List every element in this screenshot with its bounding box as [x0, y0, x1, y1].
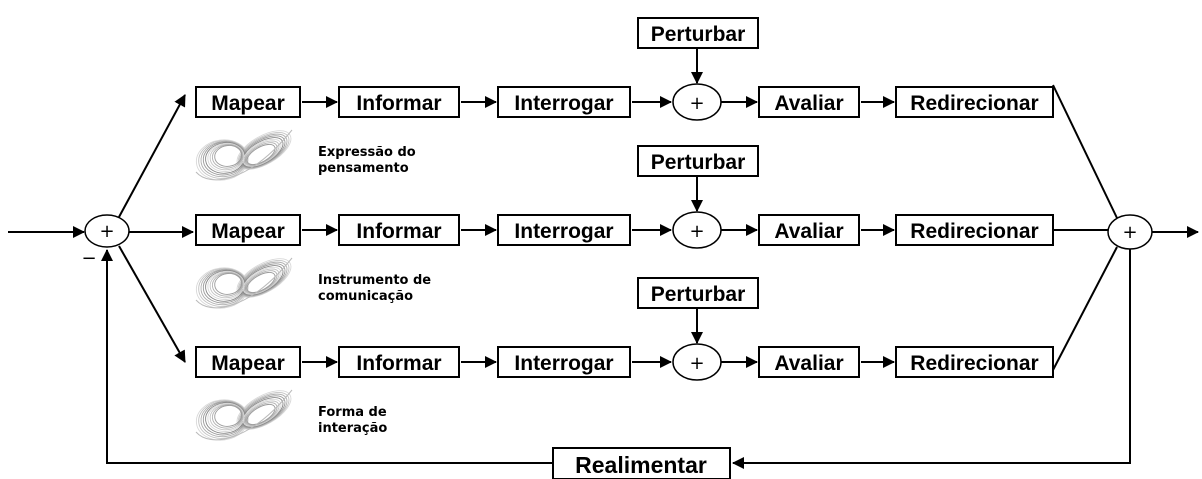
block-informar-row-3: Informar	[338, 346, 460, 378]
perturb-sum-junction-row-2: +	[672, 211, 722, 249]
input-sum-minus-sign: −	[81, 248, 96, 269]
feedback-label: Realimentar	[575, 452, 707, 478]
block-avaliar-label: Avaliar	[774, 220, 843, 243]
block-avaliar-row-2: Avaliar	[758, 214, 860, 246]
caption-line: Forma de	[318, 405, 387, 420]
block-informar-row-2: Informar	[338, 214, 460, 246]
output-sum-junction: +	[1107, 214, 1153, 250]
block-mapear-row-1: Mapear	[195, 86, 301, 118]
input-sum-junction: + −	[81, 214, 130, 269]
caption-line: comunicação	[318, 289, 413, 304]
block-avaliar-row-3: Avaliar	[758, 346, 860, 378]
block-mapear-label: Mapear	[211, 92, 285, 115]
block-interrogar-row-2: Interrogar	[497, 214, 631, 246]
branch-arrow-row-1	[118, 94, 186, 218]
input-sum-symbol: +	[99, 221, 114, 242]
perturb-sum-junction-row-3: +	[672, 343, 722, 381]
block-interrogar-label: Interrogar	[514, 92, 613, 115]
block-mapear-row-2: Mapear	[195, 214, 301, 246]
block-informar-label: Informar	[356, 92, 441, 115]
feedback-line-right	[732, 249, 1131, 469]
block-perturbar-label: Perturbar	[651, 151, 746, 174]
output-sum-symbol: +	[1122, 222, 1137, 243]
lorenz-attractor-icon	[195, 257, 293, 309]
block-interrogar-label: Interrogar	[514, 352, 613, 375]
block-perturbar-row-2: Perturbar	[637, 145, 759, 177]
block-informar-row-1: Informar	[338, 86, 460, 118]
block-mapear-label: Mapear	[211, 352, 285, 375]
feedback-block: Realimentar	[552, 447, 731, 479]
block-interrogar-row-3: Interrogar	[497, 346, 631, 378]
sum-symbol: +	[689, 93, 704, 114]
sum-symbol: +	[689, 221, 704, 242]
block-interrogar-label: Interrogar	[514, 220, 613, 243]
block-perturbar-row-1: Perturbar	[637, 17, 759, 49]
process-row-3: Mapear Informar Interrogar Avaliar Redirecio…	[195, 277, 1054, 441]
block-perturbar-label: Perturbar	[651, 283, 746, 306]
block-informar-label: Informar	[356, 220, 441, 243]
branch-arrow-row-3	[118, 245, 186, 363]
caption-line: Instrumento de	[318, 273, 431, 288]
lorenz-attractor-icon	[195, 389, 293, 441]
block-redirecionar-label: Redirecionar	[910, 92, 1038, 115]
block-redirecionar-row-2: Redirecionar	[895, 214, 1054, 246]
block-interrogar-row-1: Interrogar	[497, 86, 631, 118]
block-avaliar-row-1: Avaliar	[758, 86, 860, 118]
block-mapear-label: Mapear	[211, 220, 285, 243]
merge-line-row-1	[1052, 84, 1118, 219]
block-perturbar-label: Perturbar	[651, 23, 746, 46]
sum-symbol: +	[689, 353, 704, 374]
caption-line: interação	[318, 421, 387, 436]
block-redirecionar-row-1: Redirecionar	[895, 86, 1054, 118]
block-redirecionar-row-3: Redirecionar	[895, 346, 1054, 378]
lorenz-attractor-icon	[195, 129, 293, 181]
merge-line-row-3	[1052, 246, 1118, 371]
perturb-sum-junction-row-1: +	[672, 83, 722, 121]
block-informar-label: Informar	[356, 352, 441, 375]
feedback-line-left	[101, 249, 553, 464]
caption-line: pensamento	[318, 161, 409, 176]
block-redirecionar-label: Redirecionar	[910, 352, 1038, 375]
block-avaliar-label: Avaliar	[774, 352, 843, 375]
process-row-1: Mapear Informar Interrogar Avaliar Redirecio…	[195, 17, 1054, 181]
caption-line: Expressão do	[318, 145, 416, 160]
block-avaliar-label: Avaliar	[774, 92, 843, 115]
block-perturbar-row-3: Perturbar	[637, 277, 759, 309]
process-row-2: Mapear Informar Interrogar Avaliar Redirecio…	[195, 145, 1108, 309]
block-redirecionar-label: Redirecionar	[910, 220, 1038, 243]
block-mapear-row-3: Mapear	[195, 346, 301, 378]
